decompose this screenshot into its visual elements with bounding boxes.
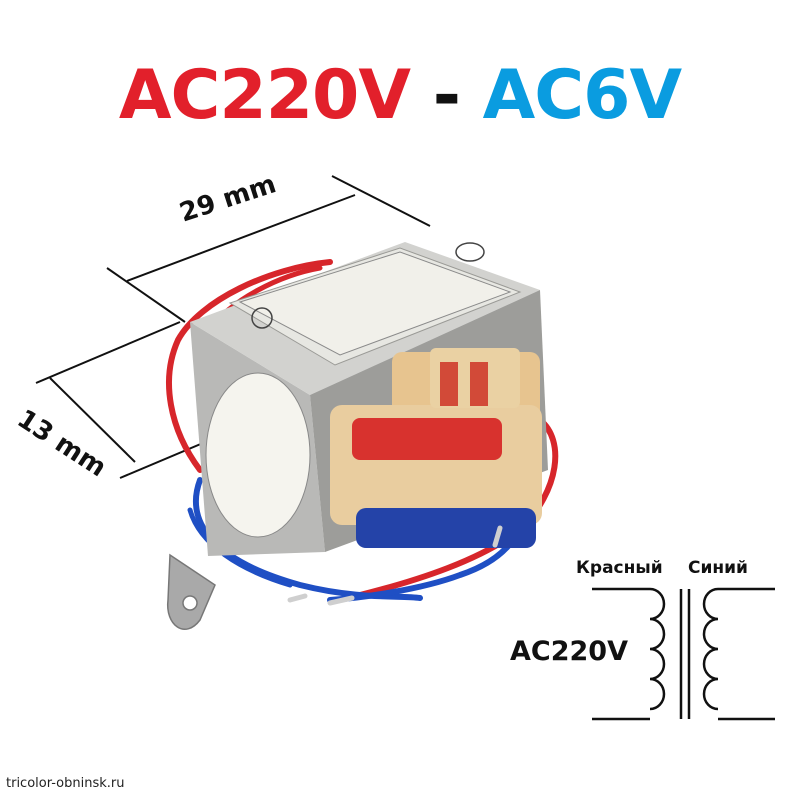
title-separator: - [432, 56, 461, 135]
mounting-foot [167, 553, 216, 630]
schematic-input-voltage: AC220V [510, 636, 628, 667]
secondary-winding-label: Синий [688, 558, 748, 578]
primary-winding-label: Красный [576, 558, 663, 578]
input-voltage-title: AC220V [118, 56, 411, 135]
wire-tips [287, 525, 503, 606]
website-watermark: tricolor-obninsk.ru [6, 776, 125, 791]
voltage-title: AC220V - AC6V [0, 62, 800, 130]
output-voltage-title: AC6V [482, 56, 682, 135]
coil-bobbin [330, 348, 542, 548]
